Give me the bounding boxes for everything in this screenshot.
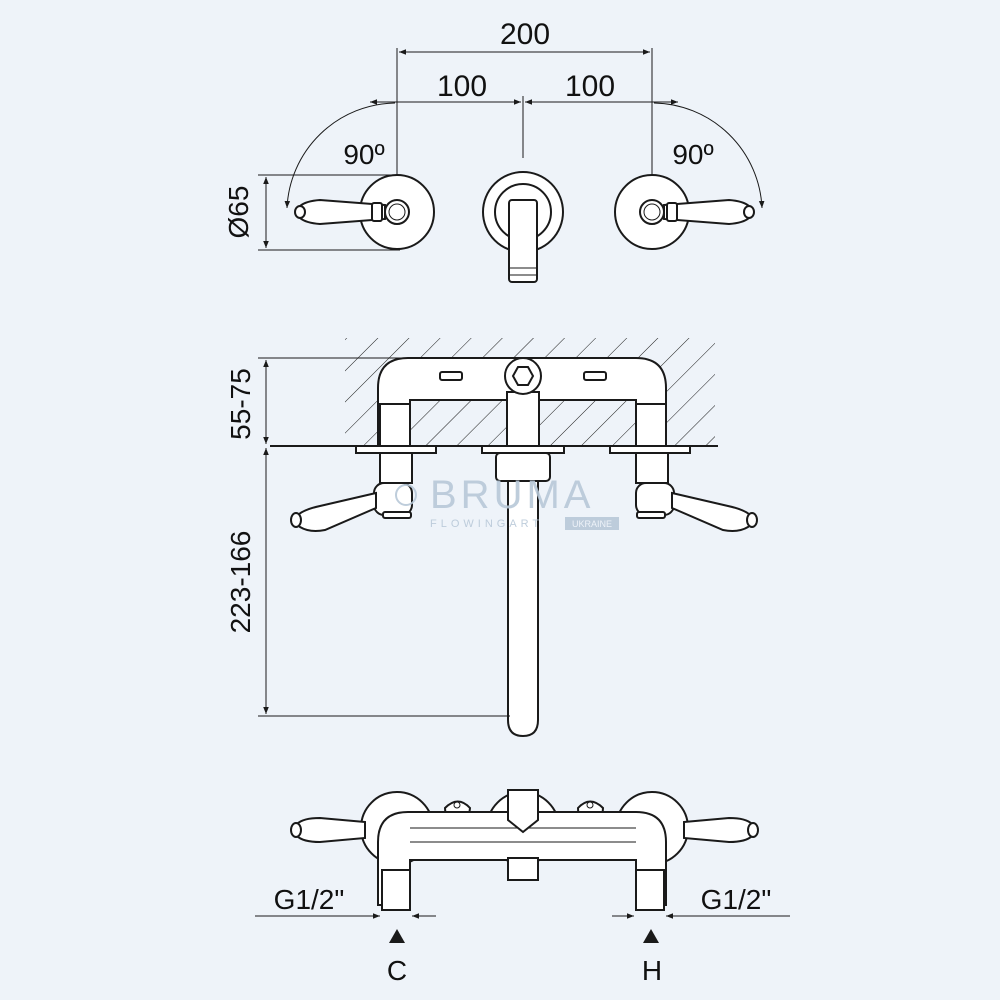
rotation-arc-right	[653, 102, 765, 209]
spout-projection-label: 223-166	[225, 531, 256, 634]
left-flange	[355, 445, 437, 454]
top-view: 200 100 100 90º 90º Ø65	[223, 18, 765, 283]
cold-inlet-arrow-icon	[389, 929, 405, 943]
dimension-right-spacing: 100	[565, 70, 615, 103]
dimension-left-spacing: 100	[437, 70, 487, 103]
hot-inlet-pipe	[635, 869, 665, 911]
angle-right-label: 90º	[672, 139, 713, 170]
hot-inlet-arrow-icon	[643, 929, 659, 943]
cold-label: C	[387, 955, 407, 986]
left-valve-body	[379, 452, 413, 484]
rear-view: G1/2" G1/2" C H	[255, 789, 790, 986]
cold-inlet-pipe	[381, 869, 411, 911]
rear-center-fitting	[507, 789, 539, 834]
watermark-region: UKRAINE	[572, 519, 612, 529]
right-thread-label: G1/2"	[701, 884, 772, 915]
wall-depth-label: 55-75	[225, 368, 256, 440]
right-valve-body	[635, 452, 669, 484]
spout-top-view	[508, 199, 538, 283]
dimension-total-width: 200	[500, 18, 550, 51]
spout-pipe	[507, 480, 539, 738]
watermark-tagline: FLOWINGART	[430, 518, 543, 530]
spout-flange	[481, 445, 565, 454]
rotation-arc-left	[284, 102, 396, 209]
rear-left-handle	[294, 816, 366, 844]
diameter-label: Ø65	[223, 186, 254, 239]
side-view: 55-75 223-166 BRUMA FLOWINGART UKRAINE	[225, 338, 758, 738]
watermark-brand: BRUMA	[430, 473, 594, 517]
watermark: BRUMA FLOWINGART UKRAINE	[395, 473, 619, 530]
rear-right-handle	[683, 816, 755, 844]
right-side-handle	[671, 491, 753, 532]
right-flange	[609, 445, 691, 454]
hot-label: H	[642, 955, 662, 986]
spout-stub	[506, 391, 540, 447]
left-side-handle	[295, 491, 377, 532]
left-thread-label: G1/2"	[274, 884, 345, 915]
angle-left-label: 90º	[343, 139, 384, 170]
